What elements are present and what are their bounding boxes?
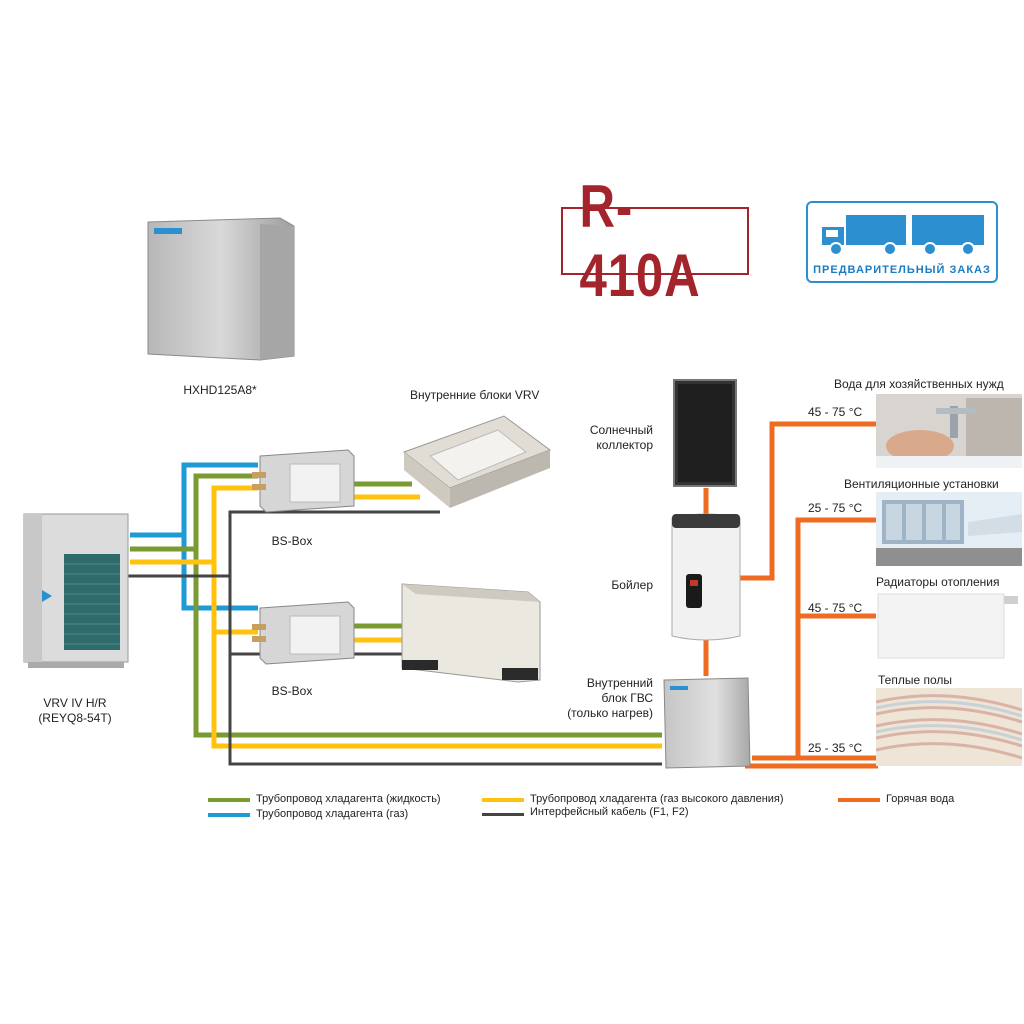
hands-washing-photo xyxy=(876,394,1022,468)
floor-unit-image xyxy=(401,583,541,683)
hp-gas-lines xyxy=(130,485,662,749)
legend-gas-label: Трубопровод хладагента (газ) xyxy=(256,808,409,820)
app-2-temp: 25 - 75 °C xyxy=(808,501,863,515)
app-2-name: Вентиляционные установки xyxy=(844,477,999,491)
bs-box-2-label: BS-Box xyxy=(271,684,313,698)
ventilation-units-photo xyxy=(876,492,1022,566)
radiator-photo xyxy=(876,590,1022,662)
legend-gas-swatch xyxy=(208,813,250,817)
dhw-label-line3: (только нагрев) xyxy=(567,706,653,720)
preorder-text: ПРЕДВАРИТЕЛЬНЫЙ ЗАКАЗ xyxy=(813,264,991,276)
solar-collector-image xyxy=(673,379,737,487)
legend-hp-gas-label: Трубопровод хладагента (газ высокого дав… xyxy=(530,793,784,805)
solar-label-line2: коллектор xyxy=(596,438,653,452)
solar-label-line1: Солнечный xyxy=(589,423,653,437)
dhw-label-line2: блок ГВС xyxy=(601,691,654,705)
refrigerant-text: R-410A xyxy=(579,173,701,309)
legend-cable-label: Интерфейсный кабель (F1, F2) xyxy=(530,806,689,818)
hxhd-unit-image xyxy=(147,217,295,361)
app-3-temp: 45 - 75 °C xyxy=(808,601,863,615)
legend-liquid-label: Трубопровод хладагента (жидкость) xyxy=(256,793,441,805)
boiler-image xyxy=(671,513,741,641)
legend-liquid-swatch xyxy=(208,798,250,802)
boiler-label: Бойлер xyxy=(611,578,653,592)
bs-box-1-image xyxy=(252,449,355,513)
refrigerant-badge: R-410A xyxy=(561,173,749,309)
app-4-name: Теплые полы xyxy=(878,673,952,687)
legend-hot-water-label: Горячая вода xyxy=(886,793,955,805)
truck-icon xyxy=(822,215,984,256)
hot-water-lines xyxy=(703,421,878,769)
liquid-lines xyxy=(130,473,662,738)
app-1-name: Вода для хозяйственных нужд xyxy=(834,377,1004,391)
gas-lines xyxy=(130,462,258,611)
outdoor-label-line1: VRV IV H/R xyxy=(43,696,107,710)
app-3-name: Радиаторы отопления xyxy=(876,575,1000,589)
legend-cable-swatch xyxy=(482,813,524,816)
legend-hot-water-swatch xyxy=(838,798,880,802)
legend-hp-gas-swatch xyxy=(482,798,524,802)
cassette-unit-image xyxy=(402,415,552,508)
bs-box-1-label: BS-Box xyxy=(271,534,313,548)
outdoor-label-line2: (REYQ8-54T) xyxy=(38,711,112,725)
indoor-vrv-label: Внутренние блоки VRV xyxy=(410,388,540,402)
floor-heating-photo xyxy=(876,688,1022,766)
app-1-temp: 45 - 75 °C xyxy=(808,405,863,419)
hxhd-label: HXHD125A8* xyxy=(183,383,257,397)
outdoor-unit-image xyxy=(23,513,129,668)
bs-box-2-image xyxy=(252,601,355,665)
app-4-temp: 25 - 35 °C xyxy=(808,741,863,755)
dhw-label-line1: Внутренний xyxy=(586,676,653,690)
dhw-unit-image xyxy=(663,677,751,769)
preorder-badge: ПРЕДВАРИТЕЛЬНЫЙ ЗАКАЗ xyxy=(806,201,998,283)
